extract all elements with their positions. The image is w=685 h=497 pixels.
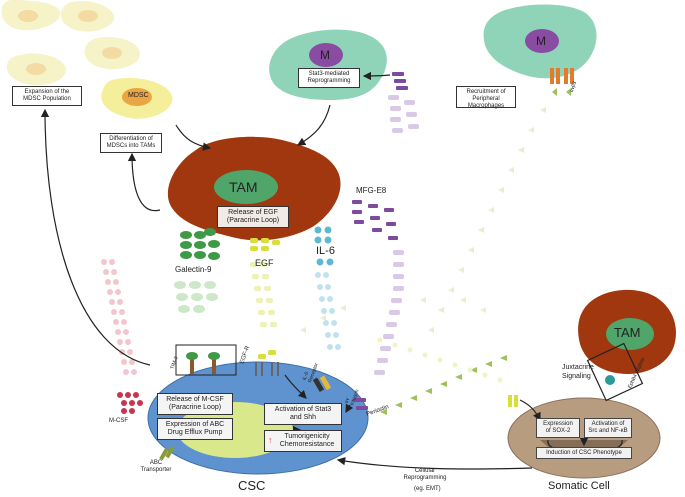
mdsc-label: MDSC [128,92,149,99]
mcsf-label: M-CSF [109,418,128,424]
mfg-e8-cluster [352,200,398,240]
abc-transporter-icon [159,445,175,461]
il6-receptor [312,375,332,393]
egf-bound [258,350,276,359]
egf-trail [250,262,277,327]
activation-stat3-box: Activation of Stat3 and Shh [264,403,342,425]
egf-receptor [255,362,279,376]
expansion-mdsc-box: Expansion of the MDSC Population [12,86,82,106]
tam-main [167,136,341,241]
macrophage-2 [483,4,597,79]
mfg-e8-label: MFG-E8 [356,186,387,195]
juxtacrine-label: Juxtacrine Signaling [562,364,594,380]
release-egf-box: Release of EGF (Paracrine Loop) [217,206,289,228]
periostin-strong [380,88,571,415]
mfg-e8-trail [374,95,419,375]
csc-label: CSC [238,478,266,493]
macrophage-1 [269,29,387,101]
expression-sox2-box: Expression of SOX-2 [536,418,580,438]
avb3-receptors [550,68,574,84]
somatic-receptor [508,395,518,407]
galectin9-cluster [180,228,220,260]
recruitment-macrophages-box: Recruitment of Peripheral Macrophages [456,86,516,109]
abc-transporter-label: ABC Transporter [140,460,172,473]
mfg-receptors [392,72,408,90]
mcsf-cluster [117,392,143,414]
egf-label: EGF [255,258,274,268]
activation-src-box: Activation of Src and NF-κB [584,418,632,438]
periostin-trail [300,107,546,333]
differentiation-mdsc-box: Differentiation of MDSCs into TAMs [100,133,162,153]
mdsc-cells [1,0,173,119]
galectin-trail [174,281,218,313]
il6-label: IL-6 [316,245,335,257]
juxtacrine-box [586,342,644,402]
il6-cluster [314,226,334,266]
cellular-reprogramming-label: Cellular Reprogramming [403,468,447,481]
somatic-trail [377,337,503,383]
tim3-receptor-group [175,344,237,376]
tam-small-label: TAM [614,325,641,340]
integrin-receptor [354,398,368,410]
macrophage-2-label: M [536,34,546,48]
galectin9-label: Galectin-9 [175,265,212,274]
egf-cluster [250,238,280,251]
eg-emt-label: (eg. EMT) [414,486,441,492]
release-mcsf-box: Release of M-CSF (Paracrine Loop) [157,393,233,415]
il6-trail [315,272,341,350]
somatic-label: Somatic Cell [548,480,610,492]
expression-abc-box: Expression of ABC Drug Efflux Pump [157,418,233,440]
mcsf-trail [101,259,137,375]
macrophage-1-label: M [320,48,330,62]
tam-label: TAM [229,179,258,195]
tumorigenicity-box: ↑ Tumorigenicity Chemoresistance [264,430,342,452]
tumorigenicity-text: Tumorigenicity Chemoresistance [279,433,335,448]
up-arrow-icon: ↑ [268,435,273,445]
induction-csc-box: Induction of CSC Phenotype [536,447,632,459]
stat3-reprogramming-box: Stat3-mediated Reprogramming [298,68,360,88]
